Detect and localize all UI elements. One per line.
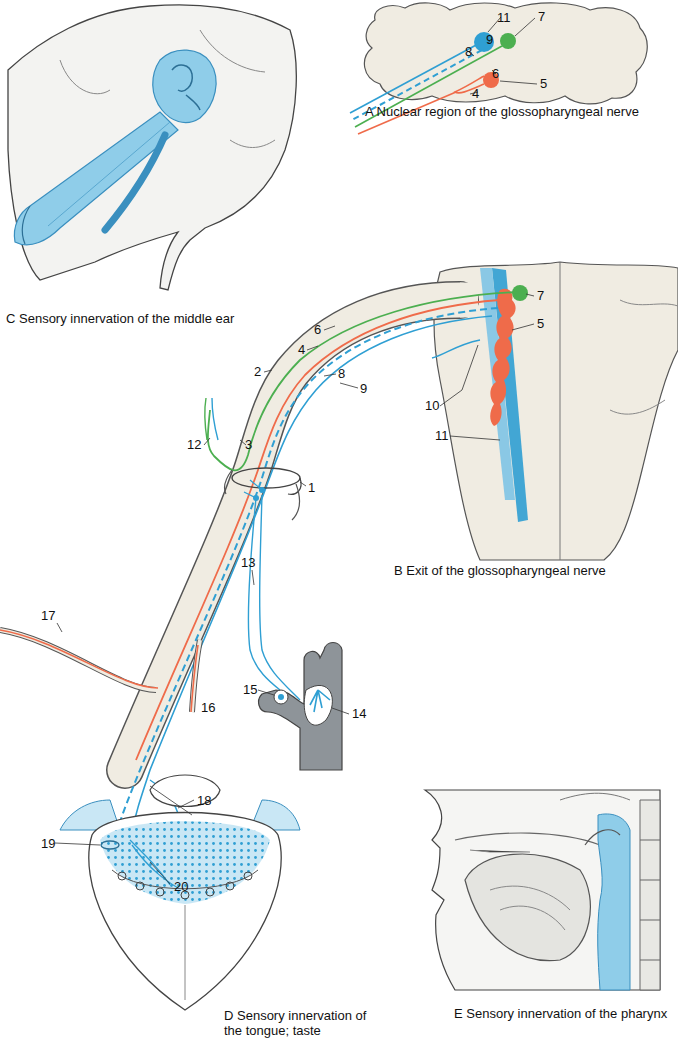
callout-number: 14 <box>351 706 367 721</box>
callout-number: 18 <box>196 793 212 808</box>
callout-number: 6 <box>313 322 322 337</box>
callout-number: 9 <box>359 381 368 396</box>
middle-ear-figure <box>8 5 296 290</box>
callout-number: 20 <box>173 879 189 894</box>
panel-caption: A Nuclear region of the glossopharyngeal… <box>365 104 639 119</box>
tongue-figure <box>55 775 300 1010</box>
callout-number: 6 <box>491 66 500 81</box>
callout-number: 19 <box>40 836 56 851</box>
callout-number: 11 <box>434 428 450 443</box>
medulla-section <box>350 3 647 134</box>
callout-number: 15 <box>242 682 258 697</box>
callout-number: 5 <box>539 76 548 91</box>
callout-number: 7 <box>537 9 546 24</box>
callout-number: 4 <box>297 342 306 357</box>
carotid-bifurcation <box>259 643 342 771</box>
callout-number: 8 <box>464 44 473 59</box>
callout-number: 9 <box>485 32 494 47</box>
panel-caption: B Exit of the glossopharyngeal nerve <box>394 563 606 578</box>
callout-number: 17 <box>40 608 56 623</box>
callout-number: 4 <box>471 86 480 101</box>
callout-number: 5 <box>536 316 545 331</box>
callout-number: 7 <box>536 288 545 303</box>
panel-caption: D Sensory innervation of the tongue; tas… <box>224 1008 384 1038</box>
panel-caption: C Sensory innervation of the middle ear <box>6 311 234 326</box>
brainstem-figure <box>434 262 678 560</box>
callout-number: 12 <box>186 437 202 452</box>
callout-number: 10 <box>424 398 440 413</box>
callout-number: 11 <box>496 10 512 25</box>
callout-number: 13 <box>240 555 256 570</box>
callout-number: 16 <box>200 700 216 715</box>
callout-number: 8 <box>337 366 346 381</box>
pharynx-figure <box>425 790 660 990</box>
callout-number: 2 <box>253 364 262 379</box>
leader-lines <box>57 294 534 808</box>
callout-number: 3 <box>244 437 253 452</box>
panel-caption: E Sensory innervation of the pharynx <box>454 1006 669 1021</box>
callout-number: 1 <box>307 480 316 495</box>
